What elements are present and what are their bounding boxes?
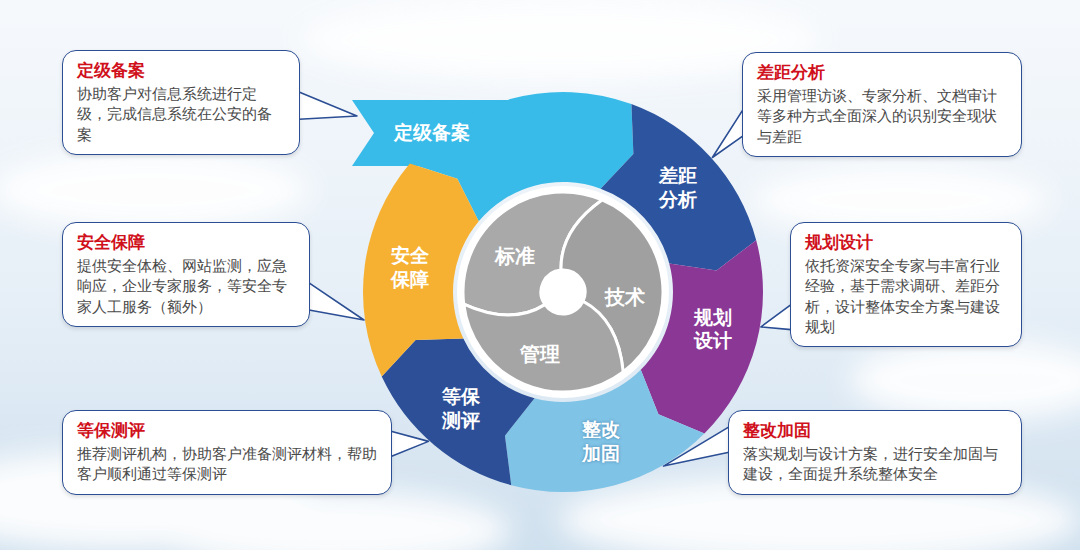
arrow-segment-fill: [410, 92, 634, 221]
arrow-tab-fill: [352, 100, 525, 166]
segment-label: 整改加固: [582, 419, 620, 467]
cycle-arrow-segment: 整改加固: [338, 67, 788, 517]
callout-body: 采用管理访谈、专家分析、文档审计等多种方式全面深入的识别安全现状与差距: [757, 86, 1007, 147]
cycle-arrow-segment: 规划设计: [338, 67, 788, 517]
callout-pointer: [309, 283, 364, 320]
callout-pointer: [761, 305, 791, 330]
core-label: 标准: [495, 243, 535, 268]
arrow-segment-fill: [382, 338, 535, 485]
arrow-segment-shape: [338, 67, 788, 517]
cycle-arrow-segment: 等保测评: [338, 67, 788, 517]
callout-box: 定级备案协助客户对信息系统进行定级，完成信息系统在公安的备案: [62, 50, 300, 155]
callout-body: 依托资深安全专家与丰富行业经验，基于需求调研、差距分析，设计整体安全方案与建设规…: [805, 256, 1007, 337]
callout-heading: 安全保障: [77, 231, 295, 253]
arrow-segment-shape: [338, 67, 788, 517]
core-segment-shape: [338, 67, 788, 517]
arrow-segment-shape: [338, 67, 788, 517]
core-segment-shape: [338, 67, 788, 517]
core-segment-fill: [464, 301, 623, 392]
core-segment: 管理: [338, 67, 788, 517]
core-segment: 标准: [338, 67, 788, 517]
core-label: 技术: [605, 285, 645, 310]
callout-box: 等保测评推荐测评机构，协助客户准备测评材料，帮助客户顺利通过等保测评: [62, 410, 392, 495]
callout-pointer: [712, 110, 743, 158]
segment-label: 安全保障: [391, 244, 429, 292]
callout-heading: 差距分析: [757, 61, 1007, 83]
segment-label: 差距分析: [659, 165, 697, 213]
callout-box: 规划设计依托资深安全专家与丰富行业经验，基于需求调研、差距分析，设计整体安全方案…: [790, 222, 1022, 347]
callout-body: 推荐测评机构，协助客户准备测评材料，帮助客户顺利通过等保测评: [77, 444, 377, 485]
cycle-arrow-segment: 定级备案: [338, 67, 788, 517]
core-label: 管理: [520, 342, 560, 367]
callout-pointer: [664, 427, 730, 466]
callout-pointer: [391, 431, 429, 456]
callout-body: 落实规划与设计方案，进行安全加固与建设，全面提升系统整体安全: [743, 444, 1007, 485]
callout-body: 提供安全体检、网站监测，应急响应，企业专家服务，等安全专家人工服务（额外）: [77, 256, 295, 317]
arrow-segment-fill: [363, 163, 479, 376]
cycle-arrow-segment: 安全保障: [338, 67, 788, 517]
segment-label: 定级备案: [394, 121, 470, 145]
callout-heading: 规划设计: [805, 231, 1007, 253]
callout-heading: 定级备案: [77, 59, 285, 81]
callout-heading: 整改加固: [743, 419, 1007, 441]
core-segment: 技术: [338, 67, 788, 517]
callout-box: 安全保障提供安全体检、网站监测，应急响应，企业专家服务，等安全专家人工服务（额外…: [62, 222, 310, 327]
core-segment-shape: [338, 67, 788, 517]
arrow-segment-fill: [505, 370, 704, 492]
arrow-segment-shape: [338, 67, 788, 517]
segment-label: 规划设计: [694, 306, 732, 354]
callout-pointer: [299, 92, 357, 119]
segment-label: 等保测评: [442, 385, 480, 433]
callout-heading: 等保测评: [77, 419, 377, 441]
callout-body: 协助客户对信息系统进行定级，完成信息系统在公安的备案: [77, 84, 285, 145]
core-segment-fill: [463, 192, 602, 315]
callout-box: 整改加固落实规划与设计方案，进行安全加固与建设，全面提升系统整体安全: [728, 410, 1022, 495]
arrow-segment-shape: [338, 67, 788, 517]
core-segment-fill: [561, 200, 663, 372]
callout-box: 差距分析采用管理访谈、专家分析、文档审计等多种方式全面深入的识别安全现状与差距: [742, 52, 1022, 157]
arrow-segment-fill: [601, 104, 757, 270]
arrow-segment-shape: [338, 67, 788, 517]
cycle-arrow-segment: 差距分析: [338, 67, 788, 517]
arrow-segment-fill: [641, 240, 763, 433]
